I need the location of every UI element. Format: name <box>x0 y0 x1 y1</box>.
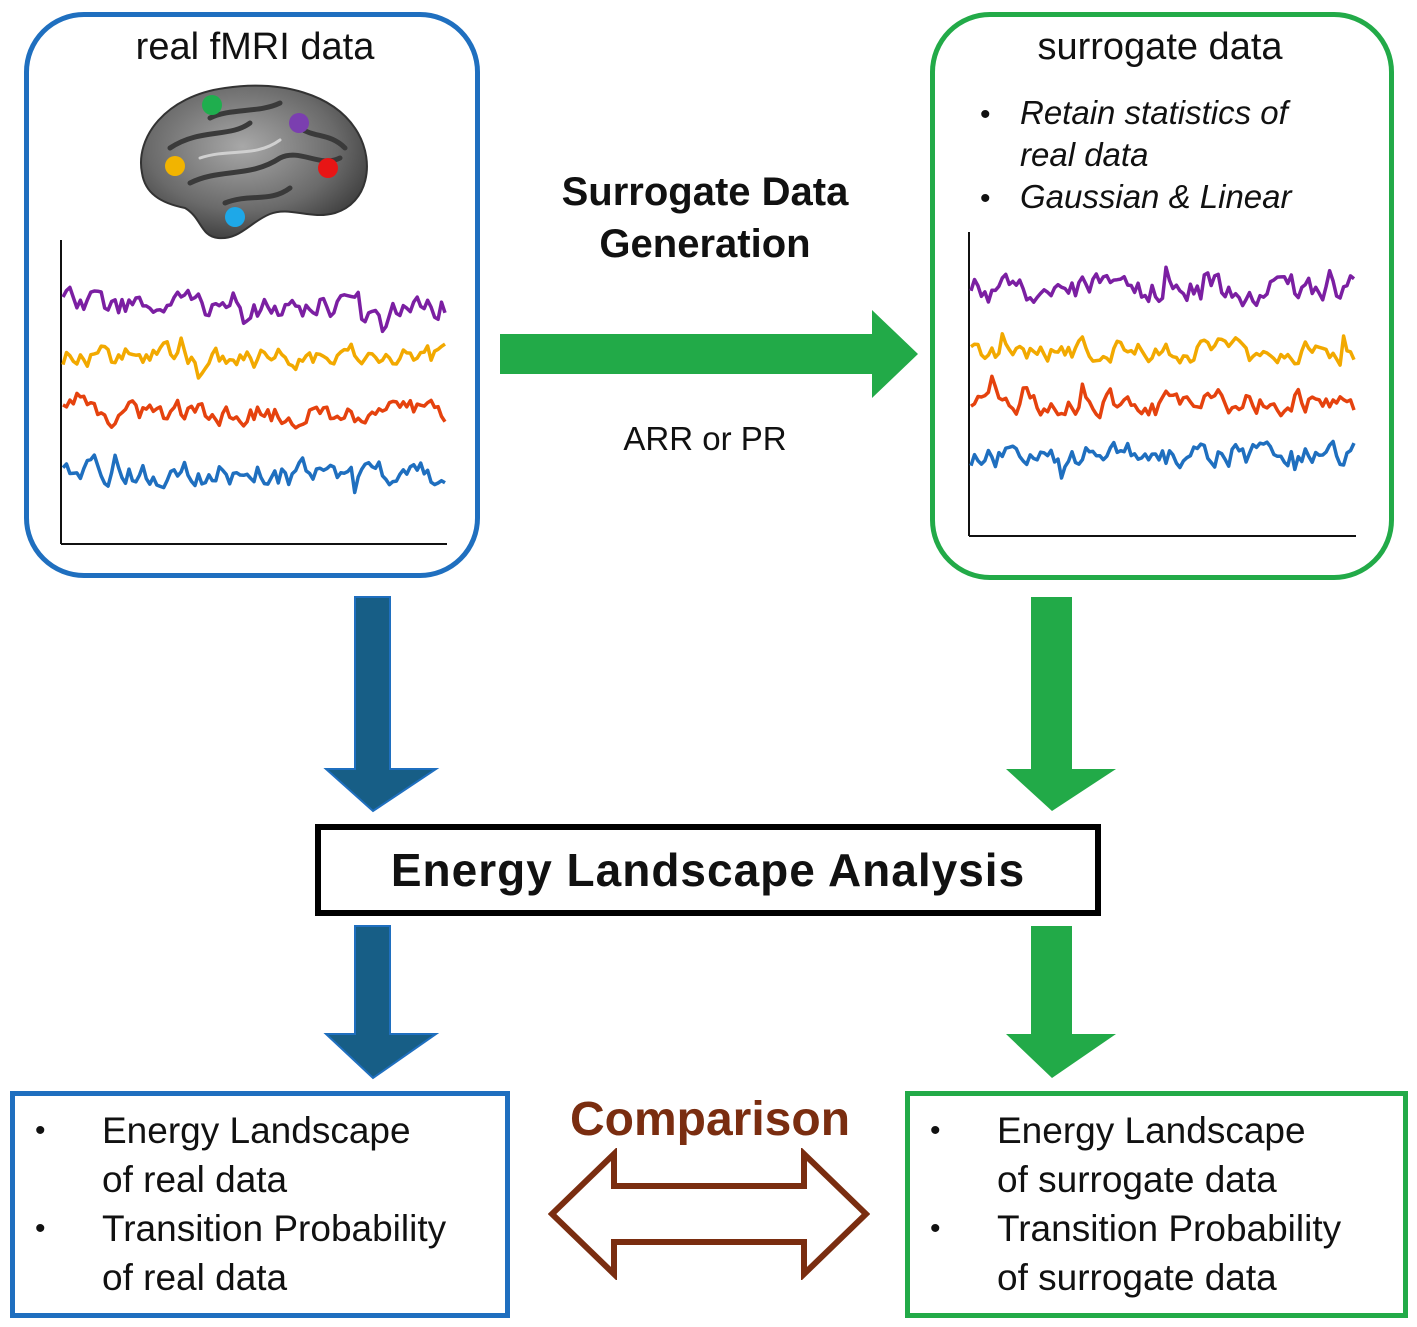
orange-trace <box>62 391 447 430</box>
blue-trace <box>969 439 1356 480</box>
surrogate-data-title: surrogate data <box>1037 26 1283 68</box>
real-result-line-1: Energy Landscape <box>102 1110 411 1151</box>
generation-title-line1: Surrogate Data <box>561 170 849 214</box>
comparison-label: Comparison <box>569 1093 851 1146</box>
surrogate-bullet-1b: real data <box>1020 136 1149 173</box>
surrogate-result-line-2: of surrogate data <box>997 1159 1277 1200</box>
brain-node-green <box>202 95 222 115</box>
surrogate-result-line-4: of surrogate data <box>997 1257 1277 1298</box>
surrogate-to-analysis-arrow <box>1006 597 1116 811</box>
generation-method: ARR or PR <box>623 420 787 457</box>
surrogate-result-line-3: Transition Probability <box>997 1208 1342 1249</box>
surrogate-results-text: Energy Landscape of surrogate data Trans… <box>997 1106 1341 1302</box>
real-results-text: Energy Landscape of real data Transition… <box>102 1106 446 1302</box>
real-result-line-4: of real data <box>102 1257 288 1298</box>
generation-title: Surrogate Data Generation <box>505 166 905 270</box>
real-to-analysis-arrow <box>323 596 440 813</box>
analysis-to-real-result-arrow <box>323 925 440 1080</box>
real-data-panel <box>24 12 480 578</box>
real-data-title: real fMRI data <box>135 26 375 68</box>
brain-node-yellow <box>165 156 185 176</box>
yellow-trace <box>969 332 1356 367</box>
generation-arrow <box>500 310 918 398</box>
brain-node-cyan <box>225 207 245 227</box>
yellow-trace <box>61 336 446 380</box>
surrogate-bullet-dot-1: • <box>980 98 991 131</box>
surrogate-results-box <box>905 1091 1408 1318</box>
brain-node-red <box>318 158 338 178</box>
real-result-dot-2: • <box>35 1212 46 1245</box>
real-result-line-3: Transition Probability <box>102 1208 447 1249</box>
blue-trace <box>61 453 446 495</box>
surrogate-result-line-1: Energy Landscape <box>997 1110 1306 1151</box>
energy-landscape-analysis-box: Energy Landscape Analysis <box>315 824 1101 916</box>
real-timeseries-plot <box>60 240 447 545</box>
generation-title-line2: Generation <box>599 222 811 266</box>
analysis-to-surrogate-result-arrow <box>1006 926 1116 1078</box>
comparison-double-arrow <box>548 1148 870 1280</box>
purple-trace <box>61 285 447 334</box>
real-result-dot-1: • <box>35 1114 46 1147</box>
real-result-line-2: of real data <box>102 1159 288 1200</box>
surrogate-timeseries-plot <box>968 232 1356 537</box>
brain-icon <box>140 84 368 240</box>
purple-trace <box>969 265 1356 308</box>
brain-node-purple <box>289 113 309 133</box>
surrogate-bullet-dot-2: • <box>980 182 991 215</box>
surrogate-result-dot-2: • <box>930 1212 941 1245</box>
surrogate-bullet-2: Gaussian & Linear <box>1020 178 1292 215</box>
surrogate-result-dot-1: • <box>930 1114 941 1147</box>
orange-trace <box>970 374 1356 420</box>
real-results-box <box>10 1091 510 1318</box>
surrogate-data-panel <box>930 12 1394 580</box>
surrogate-bullet-1a: Retain statistics of <box>1020 94 1288 131</box>
